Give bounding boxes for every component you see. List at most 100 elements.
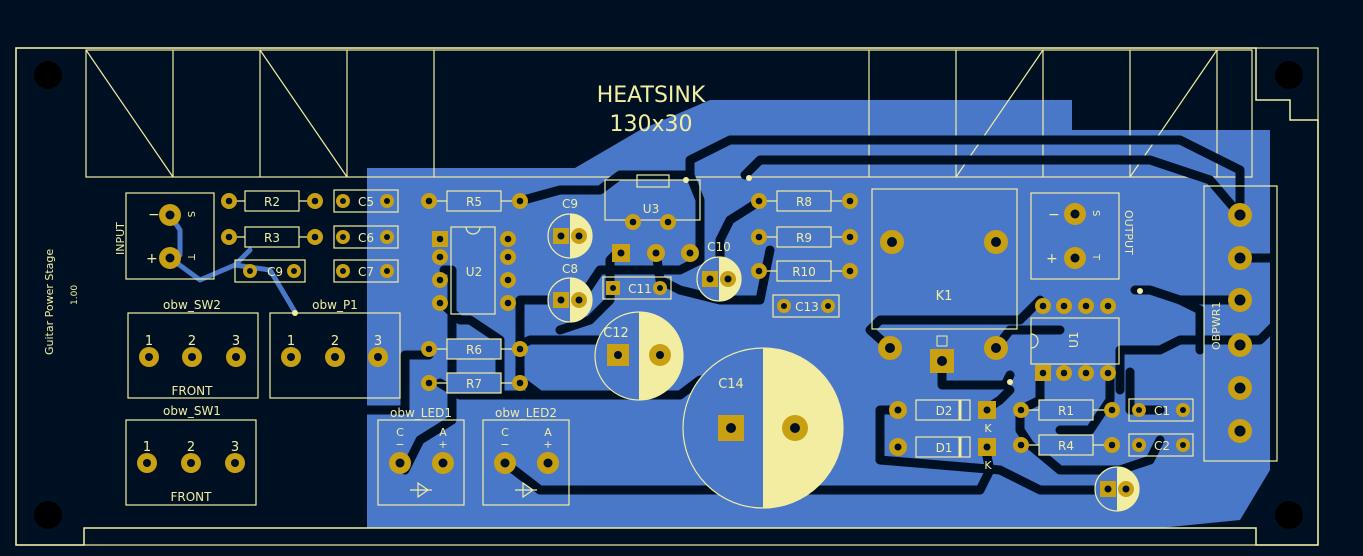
ic-u3: U3	[604, 174, 701, 262]
u1-label: U1	[1067, 332, 1081, 348]
r5-label: R5	[466, 195, 482, 209]
diode-d1: D1 K	[889, 436, 996, 472]
c7-label: C7	[358, 265, 374, 279]
led-1: obw_LED1 C A − +	[377, 406, 465, 506]
r10-label: R10	[792, 265, 816, 279]
r3-label: R3	[264, 231, 280, 245]
obpwr-label: OBPWR1	[1210, 302, 1223, 350]
c13-label: C13	[795, 300, 819, 314]
c2-label: C2	[1154, 439, 1170, 453]
d2-label: D2	[936, 404, 953, 418]
r9-label: R9	[796, 231, 812, 245]
r4-label: R4	[1058, 439, 1074, 453]
switch-sw1: obw_SW1 1 2 3 FRONT	[125, 404, 257, 506]
led1-c: C	[396, 426, 404, 439]
input-pin-s: S	[185, 211, 196, 217]
sw1-sub: FRONT	[171, 490, 213, 504]
u2-label: U2	[466, 265, 482, 279]
output-jack: − + S T OUTPUT	[1030, 192, 1135, 280]
resistors-right: R8 R9 R10	[751, 190, 858, 282]
c14-label: C14	[718, 377, 744, 392]
vias	[292, 175, 1143, 385]
input-jack: − + S T INPUT	[114, 192, 215, 280]
board-version: 1.00	[70, 285, 80, 305]
resistors-left: R2 R3	[221, 190, 323, 248]
u3-label: U3	[643, 202, 659, 216]
output-pin-s: S	[1090, 210, 1101, 216]
c9-small-label: C9	[267, 265, 283, 279]
led-2: obw_LED2 C A − +	[482, 406, 570, 506]
led1-a: A	[439, 426, 447, 439]
switch-sw2: obw_SW2 1 2 3 FRONT	[127, 298, 259, 399]
caps-c5-c7: C5 C6 C7	[333, 189, 399, 283]
cap-c11: C11	[602, 276, 672, 300]
output-minus: −	[1048, 207, 1060, 223]
traces	[167, 135, 1285, 495]
diode-d2: D2 K	[889, 399, 996, 435]
output-label: OUTPUT	[1122, 210, 1135, 255]
output-pin-t: T	[1090, 253, 1101, 261]
caps-c1-c2: C1 C2	[1128, 398, 1194, 457]
ic-u2: U2	[432, 226, 516, 315]
led1-plus: +	[438, 438, 447, 451]
cap-c8: C8	[547, 262, 593, 323]
c10-label: C10	[707, 240, 731, 254]
r2-label: R2	[264, 195, 280, 209]
r1-label: R1	[1058, 404, 1074, 418]
p1-name: obw_P1	[312, 298, 358, 312]
sw1-pin3: 3	[231, 440, 239, 455]
c6-label: C6	[358, 231, 374, 245]
input-label: INPUT	[114, 222, 127, 255]
sw2-sub: FRONT	[172, 384, 214, 398]
relay-k1: K1	[871, 188, 1018, 373]
cap-c9-small: C9	[234, 259, 306, 283]
c1-label: C1	[1154, 404, 1170, 418]
input-minus: −	[148, 207, 160, 223]
resistors-mid: R5 R6 R7	[421, 190, 528, 394]
mounting-holes	[34, 61, 1303, 529]
r8-label: R8	[796, 195, 812, 209]
cap-c14: C14	[682, 347, 844, 509]
output-plus: +	[1046, 251, 1058, 267]
c12-label: C12	[603, 326, 629, 341]
pot-p1: obw_P1 1 2 3	[269, 298, 401, 399]
cap-small-electrolytic	[1094, 466, 1140, 512]
led1-minus: −	[395, 438, 404, 451]
sw1-pin1: 1	[143, 440, 151, 455]
sw2-name: obw_SW2	[163, 298, 221, 312]
r6-label: R6	[466, 343, 482, 357]
cap-c10: C10	[696, 240, 742, 302]
led2-plus: +	[543, 438, 552, 451]
d1-k: K	[984, 459, 992, 472]
d1-label: D1	[936, 441, 953, 455]
led1-name: obw_LED1	[390, 406, 452, 420]
cap-c13: C13	[772, 294, 840, 318]
p1-pin3: 3	[374, 334, 382, 349]
sw2-pin3: 3	[232, 334, 240, 349]
ic-u1: U1	[1030, 298, 1120, 381]
c11-label: C11	[628, 282, 652, 296]
cap-c12: C12	[594, 311, 684, 401]
copper-pour	[367, 100, 1270, 528]
p1-pin1: 1	[287, 334, 295, 349]
board-title: Guitar Power Stage	[43, 249, 56, 355]
sw2-pin2: 2	[188, 334, 196, 349]
d2-k: K	[984, 422, 992, 435]
c8-label: C8	[562, 262, 578, 276]
sw1-pin2: 2	[187, 440, 195, 455]
led2-minus: −	[500, 438, 509, 451]
cap-c9: C9	[547, 197, 593, 259]
led2-a: A	[544, 426, 552, 439]
obpwr-connector: OBPWR1	[1203, 185, 1278, 462]
k1-label: K1	[936, 289, 953, 304]
p1-pin2: 2	[331, 334, 339, 349]
led2-name: obw_LED2	[495, 406, 557, 420]
r7-label: R7	[466, 377, 482, 391]
heatsink-label-2: 130x30	[609, 112, 692, 137]
input-pin-t: T	[185, 253, 196, 261]
sw2-pin1: 1	[145, 334, 153, 349]
input-plus: +	[146, 251, 158, 267]
resistors-r1-r4: R1 R4	[1013, 399, 1120, 456]
led2-c: C	[501, 426, 509, 439]
